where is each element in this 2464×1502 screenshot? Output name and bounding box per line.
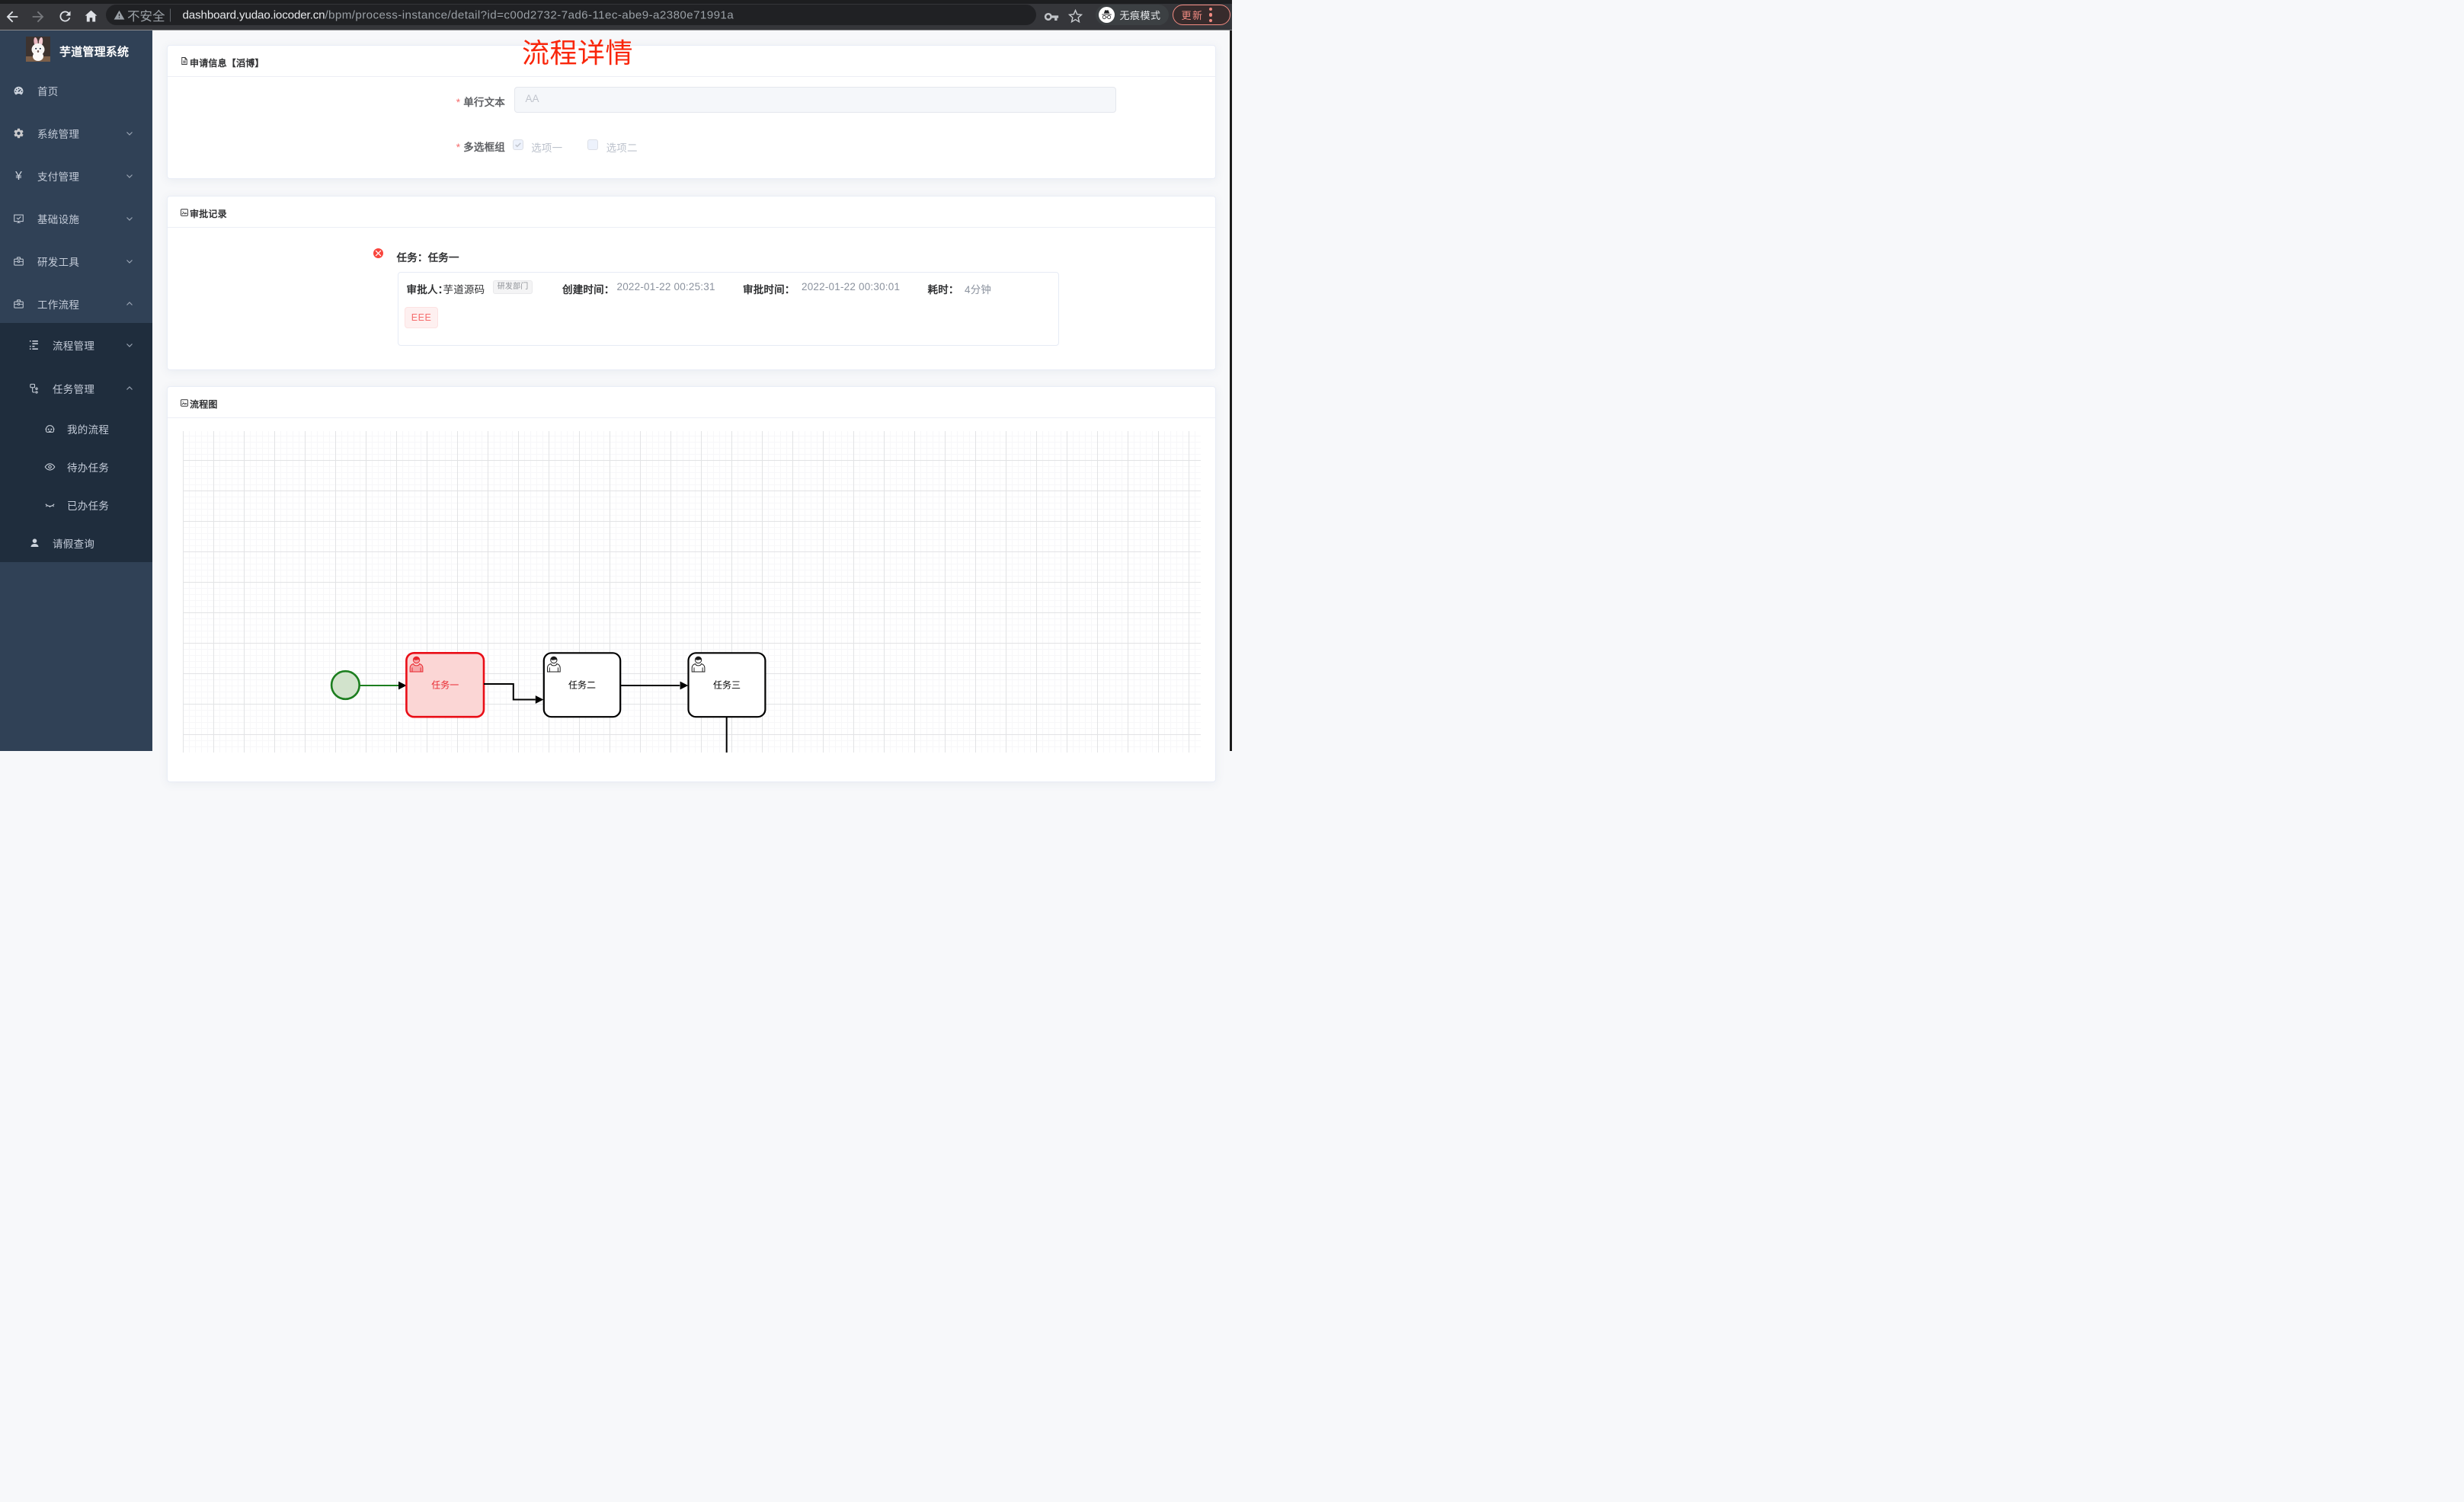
svg-text:任务三: 任务三 (713, 679, 741, 690)
svg-text:¥: ¥ (14, 170, 22, 181)
svg-text:任务二: 任务二 (568, 679, 596, 690)
svg-text:任务一: 任务一 (431, 679, 459, 690)
